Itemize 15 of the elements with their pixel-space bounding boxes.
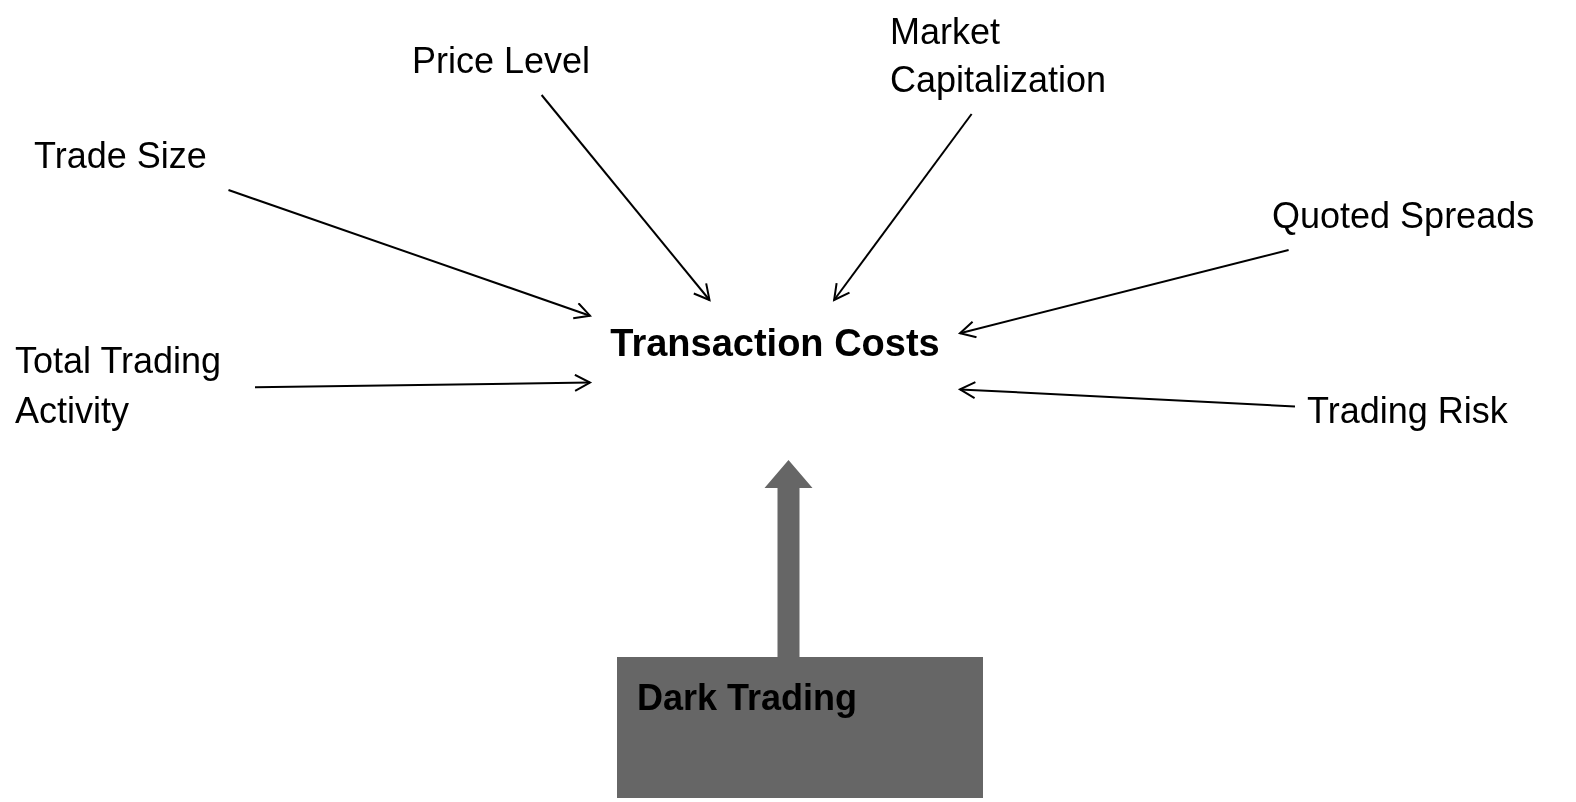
factor-label: Market Capitalization: [878, 2, 1148, 114]
factor-label: Total Trading Activity: [5, 330, 255, 448]
factor-label: Quoted Spreads: [1262, 185, 1572, 250]
arrow: [540, 94, 711, 301]
arrow: [254, 373, 591, 392]
arrow: [227, 189, 591, 320]
factor-label: Trade Size: [20, 125, 250, 190]
arrow: [959, 249, 1290, 339]
central-label: Transaction Costs: [590, 300, 960, 460]
factor-label: Trading Risk: [1295, 380, 1535, 445]
factor-label: Price Level: [400, 30, 630, 95]
thick-arrow: [764, 460, 813, 657]
dark-trading-box: Dark Trading: [617, 657, 983, 798]
arrow: [833, 113, 973, 301]
arrow: [959, 381, 1296, 408]
